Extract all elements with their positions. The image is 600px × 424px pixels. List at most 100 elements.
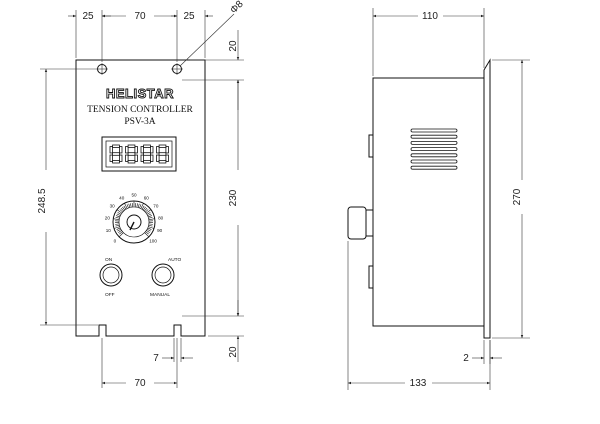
- dim-top-margin: 20: [228, 40, 239, 52]
- dial-tick: [148, 215, 152, 218]
- dial-tick: [145, 209, 152, 214]
- dim-bottom-margin: 20: [228, 346, 239, 358]
- dim-bottom-slot-spacing: 70: [134, 378, 146, 389]
- auto-manual-button[interactable]: [151, 263, 175, 287]
- side-flange: [483, 58, 491, 339]
- dial-tick: [118, 232, 124, 238]
- dial-scale-label: 30: [110, 204, 116, 209]
- dial-tick: [120, 207, 124, 212]
- side-boss-bottom: [368, 265, 374, 289]
- dial-tick: [141, 205, 145, 210]
- dial-tick: [144, 232, 150, 238]
- bottom-margin-dimension: [208, 300, 244, 362]
- side-depth-dimension: [372, 8, 485, 76]
- vent-slot: [410, 165, 458, 170]
- vent-slot: [410, 134, 458, 139]
- vent-slot: [410, 153, 458, 158]
- dial-tick: [148, 224, 153, 227]
- side-boss-top: [368, 134, 374, 158]
- dial-tick: [139, 204, 142, 209]
- on-off-button[interactable]: [99, 263, 123, 287]
- front-view: HELISTAR TENSION CONTROLLER PSV-3A 01020…: [37, 0, 246, 389]
- auto-label: AUTO: [168, 257, 182, 263]
- dim-hole-diameter: Φ8: [228, 0, 246, 16]
- dial-tick: [113, 218, 120, 220]
- front-panel-outline: [75, 59, 206, 337]
- dial-scale-label: 70: [153, 204, 159, 209]
- hole-diameter-leader: [179, 13, 235, 67]
- dial-tick: [146, 212, 151, 215]
- dial-scale-label: 50: [131, 193, 137, 198]
- digital-display: [101, 136, 177, 172]
- dial-scale-label: 60: [144, 196, 150, 201]
- dial-tick: [118, 230, 122, 233]
- dial-tick: [122, 206, 126, 211]
- dial-tick: [145, 231, 149, 235]
- device-title: TENSION CONTROLLER: [87, 105, 193, 115]
- side-knob: [347, 206, 374, 240]
- dim-side-height: 270: [512, 188, 523, 205]
- dial-tick: [144, 207, 148, 212]
- display-digit: [156, 144, 169, 164]
- on-label: ON: [105, 257, 113, 263]
- side-view: 110 270 2: [347, 8, 530, 390]
- mounting-hole-right: [171, 63, 183, 75]
- dial-tick: [136, 203, 138, 208]
- off-label: OFF: [105, 292, 115, 298]
- dial-tick: [117, 228, 121, 232]
- dial-tick: [137, 203, 140, 208]
- dial-pointer: [129, 221, 135, 231]
- brand-logo: HELISTAR: [106, 86, 174, 101]
- dial-tick: [116, 215, 120, 218]
- vent-slot: [410, 147, 458, 152]
- side-vent-slots: [410, 128, 458, 170]
- dial-tick: [117, 212, 122, 215]
- dial-tick: [123, 205, 127, 210]
- dial-tick: [115, 224, 120, 227]
- display-digit: [140, 144, 154, 164]
- dial-tick: [115, 216, 120, 219]
- dial-tick: [116, 209, 123, 214]
- dim-flange-thickness: 2: [463, 353, 469, 364]
- overall-depth-dimension: [347, 241, 491, 390]
- dim-overall-depth: 133: [410, 378, 427, 389]
- dial-tick: [119, 231, 123, 235]
- device-model: PSV-3A: [124, 117, 155, 127]
- manual-label: MANUAL: [150, 292, 170, 298]
- side-height-dimension: [492, 59, 530, 339]
- dial-scale-label: 100: [149, 239, 157, 244]
- display-digit: [125, 144, 138, 164]
- dial-tick: [126, 204, 129, 209]
- dial-scale-label: 80: [158, 215, 164, 220]
- dim-slot-width: 7: [153, 353, 159, 364]
- dial-tick: [147, 213, 152, 216]
- dim-top-hole-spacing: 70: [134, 11, 146, 22]
- dial-tick: [140, 203, 144, 209]
- dial-scale-label: 20: [105, 215, 111, 220]
- mounting-hole-left: [96, 63, 108, 75]
- flange-thickness-dimension: [472, 340, 502, 364]
- dim-overall-height: 248.5: [37, 188, 48, 213]
- dial-tick: [146, 230, 150, 233]
- dial-tick: [128, 203, 131, 208]
- vent-slot: [410, 128, 458, 133]
- dial-tick: [142, 206, 146, 211]
- side-body: [372, 77, 485, 327]
- dial-tick: [116, 227, 121, 230]
- top-dimension-chain: [68, 10, 213, 62]
- dial-tick: [124, 203, 128, 209]
- dial-scale-label: 90: [157, 228, 163, 233]
- dial-tick: [148, 226, 155, 229]
- dial-tick: [113, 226, 120, 229]
- vent-slot: [410, 159, 458, 164]
- vent-slot: [410, 140, 458, 145]
- dial-tick: [115, 223, 120, 225]
- dial-tick: [116, 213, 121, 216]
- dial-scale-label: 0: [114, 239, 117, 244]
- dial-tick: [148, 216, 153, 219]
- dial-tick: [148, 218, 155, 220]
